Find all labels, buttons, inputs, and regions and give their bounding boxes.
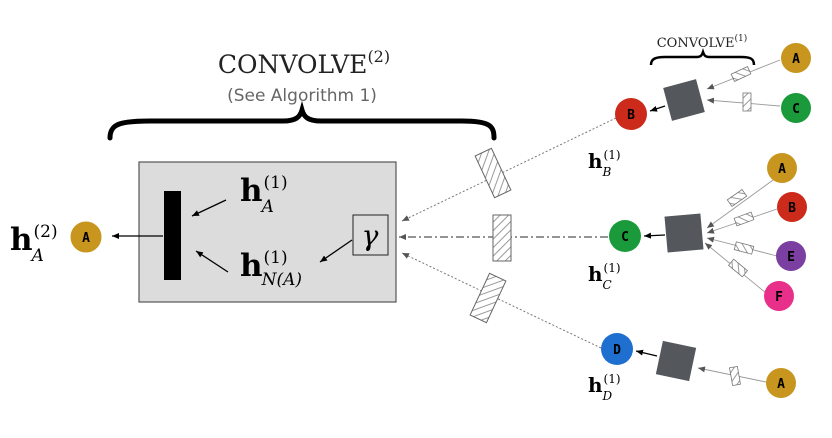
h-D-1-label: h(1)D (588, 372, 621, 403)
edge-C-in-A (706, 174, 781, 229)
node-B-neighbor-C: C (781, 93, 811, 123)
svg-text:E: E (787, 250, 795, 265)
aggregator-D (655, 340, 697, 382)
gamma-to-hN-arrow (319, 239, 353, 263)
aggB-to-B-arrow (649, 105, 666, 112)
convolve-2-brace (107, 100, 497, 141)
svg-text:A: A (792, 52, 800, 67)
node-C: C (609, 220, 641, 252)
svg-text:A: A (777, 377, 785, 392)
node-D: D (601, 333, 633, 365)
transform-C (492, 214, 512, 262)
svg-text:C: C (792, 102, 800, 117)
aggC-to-C-arrow (643, 232, 666, 239)
svg-text:C: C (621, 230, 629, 245)
svg-text:A: A (82, 231, 90, 246)
node-C-neighbor-E: E (776, 241, 806, 271)
h-B-1-label: h(1)B (588, 148, 621, 179)
gamma-aggregator-box (352, 214, 389, 256)
h-A-2-output-label: h(2)A (10, 222, 58, 266)
svg-text:B: B (627, 108, 635, 123)
transform-C-A (726, 189, 748, 207)
transform-D-A (729, 365, 741, 387)
transform-B (474, 147, 512, 199)
svg-text:F: F (775, 290, 783, 305)
node-output-A: A (69, 220, 103, 254)
hA-to-concat-arrow (191, 199, 227, 217)
h-A-1-label: h(1)A (240, 173, 288, 217)
svg-text:B: B (788, 201, 796, 216)
node-C-neighbor-B: B (777, 192, 807, 222)
transform-D (469, 272, 507, 324)
concat-bar (164, 191, 181, 280)
see-algorithm-subtitle: (See Algorithm 1) (227, 86, 377, 106)
node-C-neighbor-F: F (764, 281, 794, 311)
aggregator-B (663, 79, 705, 121)
node-B-neighbor-A: A (781, 43, 811, 73)
h-C-1-label: h(1)C (588, 261, 621, 292)
hN-to-concat-arrow (195, 250, 229, 273)
convolve-2-title: CONVOLVE(2) (218, 47, 390, 79)
aggregator-C (664, 213, 704, 253)
transform-C-F (727, 258, 749, 278)
convolve-1-title: CONVOLVE(1) (657, 33, 748, 51)
aggD-to-D-arrow (635, 349, 658, 357)
node-D-neighbor-A: A (766, 368, 796, 398)
transform-B-A (730, 66, 752, 82)
convolve-1-brace (649, 48, 756, 66)
node-C-neighbor-A: A (767, 153, 797, 183)
svg-text:D: D (613, 343, 621, 358)
transform-C-E (733, 241, 755, 255)
h-N-A-1-label: h(1)N(A) (240, 248, 302, 290)
edge-B-to-gamma (401, 117, 617, 222)
node-B: B (615, 98, 647, 130)
gamma-symbol: γ (362, 219, 379, 252)
svg-text:A: A (778, 162, 786, 177)
transform-C-B (733, 211, 755, 227)
edge-D-to-gamma (401, 252, 602, 349)
transform-B-C (742, 92, 752, 112)
